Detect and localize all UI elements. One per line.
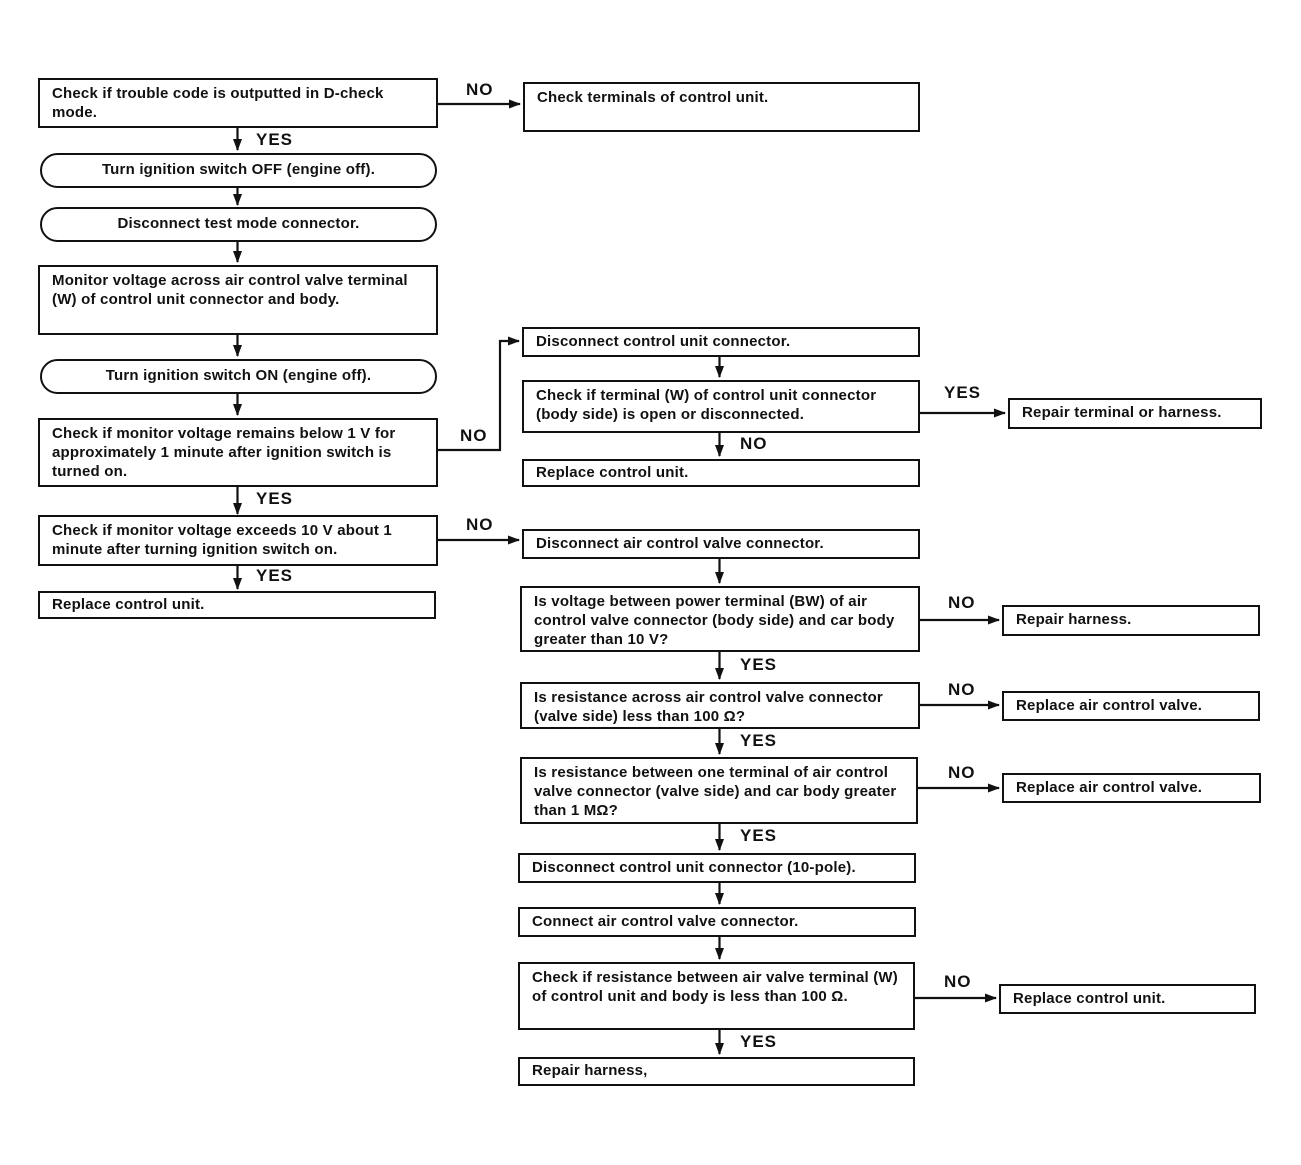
node-monitor-voltage: Monitor voltage across air control valve…	[38, 265, 438, 335]
node-repair-harness-bottom: Repair harness,	[518, 1057, 915, 1086]
node-text: Is resistance between one terminal of ai…	[534, 764, 897, 819]
node-replace-air-control-valve-2: Replace air control valve.	[1002, 773, 1261, 803]
node-repair-harness-right: Repair harness.	[1002, 605, 1260, 636]
node-text: Disconnect air control valve connector.	[536, 534, 824, 552]
edge-label-no: NO	[460, 426, 488, 445]
node-repair-terminal-or-harness: Repair terminal or harness.	[1008, 398, 1262, 429]
edge-label-no: NO	[466, 515, 494, 534]
edge-label-yes: YES	[740, 655, 778, 674]
edge-label-no: NO	[948, 680, 976, 699]
edge-label-no: NO	[466, 80, 494, 99]
edge-label-yes: YES	[740, 731, 778, 750]
node-replace-control-unit-left: Replace control unit.	[38, 591, 436, 619]
node-disconnect-test-mode: Disconnect test mode connector.	[40, 207, 437, 242]
edge-label-no: NO	[740, 434, 768, 453]
node-resistance-less-100-ohm: Is resistance across air control valve c…	[520, 682, 920, 729]
node-resistance-greater-1-mohm: Is resistance between one terminal of ai…	[520, 757, 918, 824]
node-text: Replace control unit.	[536, 463, 689, 481]
edge-label-yes: YES	[944, 383, 982, 402]
edge-label-yes: YES	[256, 130, 294, 149]
edge-label-no: NO	[944, 972, 972, 991]
node-text: Disconnect control unit connector (10-po…	[532, 858, 856, 876]
node-resistance-air-valve-terminal-w: Check if resistance between air valve te…	[518, 962, 915, 1030]
node-text: Repair terminal or harness.	[1022, 404, 1222, 422]
node-replace-control-unit-mid: Replace control unit.	[522, 459, 920, 487]
node-text: Monitor voltage across air control valve…	[52, 272, 408, 308]
node-replace-control-unit-right: Replace control unit.	[999, 984, 1256, 1014]
node-ignition-off: Turn ignition switch OFF (engine off).	[40, 153, 437, 188]
node-terminal-w-open: Check if terminal (W) of control unit co…	[522, 380, 920, 433]
node-disconnect-air-control-valve-connector: Disconnect air control valve connector.	[522, 529, 920, 559]
node-ignition-on: Turn ignition switch ON (engine off).	[40, 359, 437, 394]
node-text: Check if monitor voltage remains below 1…	[52, 425, 396, 480]
edge-label-no: NO	[948, 763, 976, 782]
node-text: Check terminals of control unit.	[537, 89, 769, 106]
edge-label-yes: YES	[256, 566, 294, 585]
node-text: Replace air control valve.	[1016, 696, 1203, 714]
node-connect-air-control-valve-connector: Connect air control valve connector.	[518, 907, 916, 937]
node-monitor-below-1v: Check if monitor voltage remains below 1…	[38, 418, 438, 487]
node-text: Is voltage between power terminal (BW) o…	[534, 593, 895, 648]
edge-label-yes: YES	[740, 826, 778, 845]
node-check-trouble-code: Check if trouble code is outputted in D-…	[38, 78, 438, 128]
node-disconnect-control-unit-10pole: Disconnect control unit connector (10-po…	[518, 853, 916, 883]
node-text: Disconnect test mode connector.	[117, 215, 360, 233]
node-text: Repair harness.	[1016, 611, 1132, 629]
node-text: Replace control unit.	[52, 595, 205, 613]
node-voltage-power-terminal-bw: Is voltage between power terminal (BW) o…	[520, 586, 920, 652]
node-text: Check if trouble code is outputted in D-…	[52, 85, 384, 121]
node-text: Turn ignition switch ON (engine off).	[105, 367, 372, 385]
node-text: Disconnect control unit connector.	[536, 332, 791, 350]
node-disconnect-control-unit-connector: Disconnect control unit connector.	[522, 327, 920, 357]
node-text: Turn ignition switch OFF (engine off).	[101, 161, 376, 179]
node-text: Check if monitor voltage exceeds 10 V ab…	[52, 522, 392, 558]
edge-label-no: NO	[948, 593, 976, 612]
node-text: Replace air control valve.	[1016, 778, 1203, 796]
node-text: Check if terminal (W) of control unit co…	[536, 387, 877, 423]
node-check-terminals: Check terminals of control unit.	[523, 82, 920, 132]
node-text: Check if resistance between air valve te…	[532, 969, 898, 1005]
node-text: Replace control unit.	[1013, 989, 1166, 1007]
node-monitor-exceeds-10v: Check if monitor voltage exceeds 10 V ab…	[38, 515, 438, 566]
node-text: Repair harness,	[532, 1062, 648, 1080]
node-text: Connect air control valve connector.	[532, 912, 799, 930]
edge-label-yes: YES	[256, 489, 294, 508]
edge-label-yes: YES	[740, 1032, 778, 1051]
node-text: Is resistance across air control valve c…	[534, 689, 883, 725]
node-replace-air-control-valve-1: Replace air control valve.	[1002, 691, 1260, 721]
